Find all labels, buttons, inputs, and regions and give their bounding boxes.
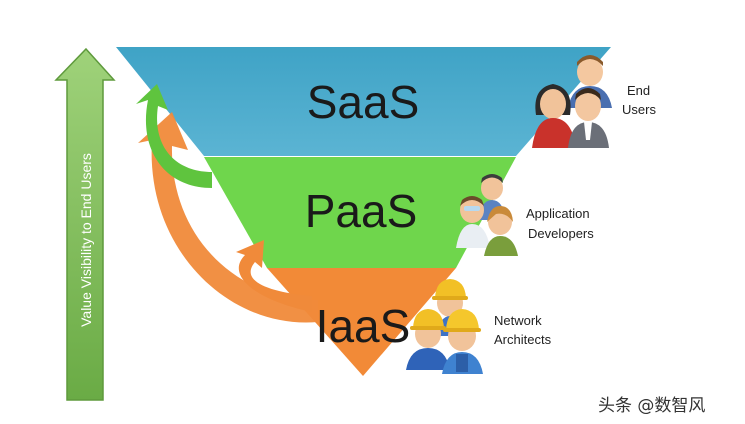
app-developers-label-line2: Developers: [528, 226, 594, 241]
value-visibility-arrow: Value Visibility to End Users: [54, 47, 116, 401]
paas-to-saas-arrow: [136, 84, 212, 188]
paas-layer: [204, 157, 516, 268]
end-users-label-line1: End: [627, 83, 650, 98]
app-developers-label-line1: Application: [526, 206, 590, 221]
paas-label: PaaS: [305, 185, 418, 237]
iaas-label: IaaS: [316, 300, 411, 352]
saas-label: SaaS: [307, 76, 420, 128]
network-architects-label-line1: Network: [494, 313, 542, 328]
value-visibility-arrow-shape: [54, 47, 116, 401]
end-users-label-line2: Users: [622, 102, 656, 117]
users-group-icon: [532, 55, 612, 148]
watermark: 头条 @数智风: [598, 396, 706, 416]
pyramid: [116, 47, 611, 376]
saas-layer: [116, 47, 611, 156]
iaas-layer: [267, 268, 456, 376]
curved-arrows: [136, 84, 318, 323]
iaas-to-paas-arrow: [236, 240, 312, 312]
developers-group-icon: [456, 174, 518, 256]
architects-hardhat-icon: [406, 279, 483, 374]
network-architects-label-line2: Architects: [494, 332, 552, 347]
value-visibility-label: Value Visibility to End Users: [78, 153, 94, 327]
